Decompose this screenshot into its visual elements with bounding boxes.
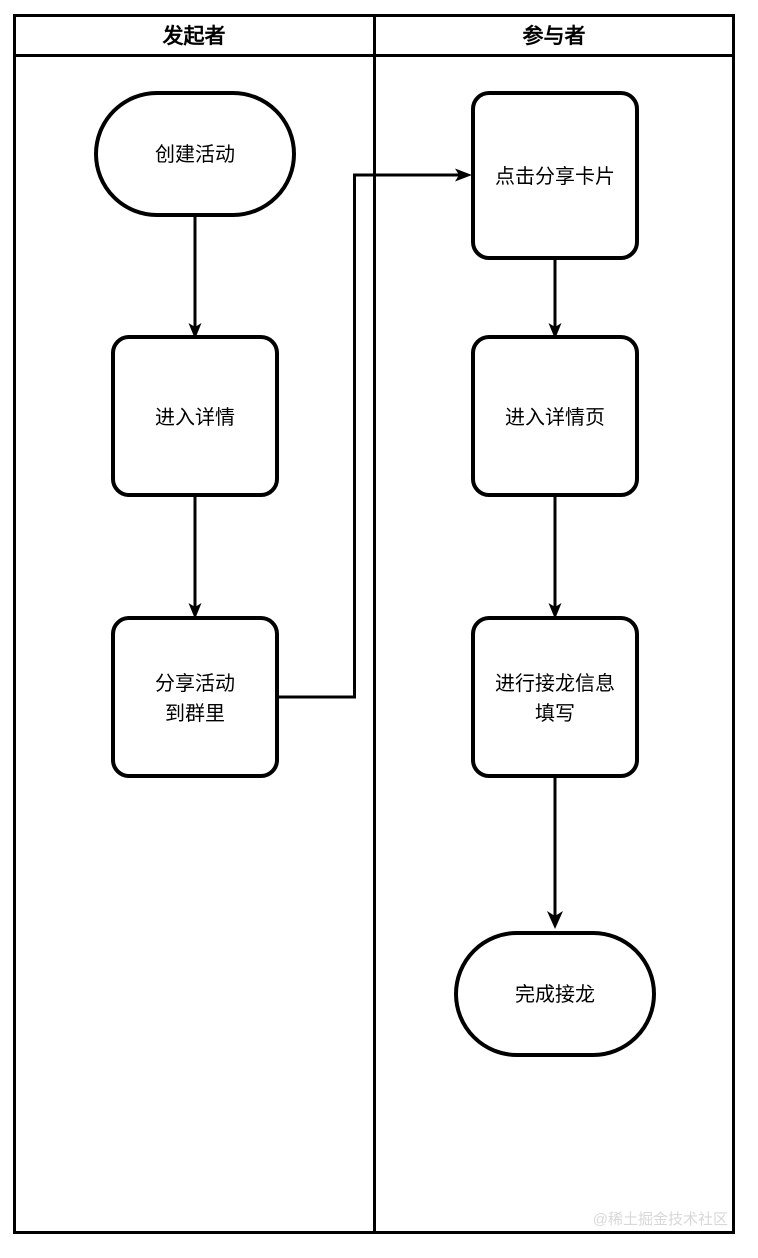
node-create-activity[interactable]: 创建活动 xyxy=(94,91,296,217)
edge-share-to-click-card xyxy=(277,168,472,699)
lane-header-participant: 参与者 xyxy=(523,24,586,48)
swimlane-frame xyxy=(13,14,735,1234)
nodes-layer: 创建活动 进入详情 分享活动 到群里 点击分享卡片 进入详情页 xyxy=(94,91,656,1057)
edges-layer xyxy=(188,168,563,929)
node-shape-stadium xyxy=(454,931,656,1057)
node-label-line: 填写 xyxy=(535,702,575,725)
lane-header-label-participant: 参与者 xyxy=(523,24,586,48)
lane-header-label-initiator: 发起者 xyxy=(162,24,226,48)
edge-create-to-detail xyxy=(188,215,202,339)
node-shape-stadium xyxy=(94,91,296,217)
node-label-line: 分享活动 xyxy=(155,672,235,695)
edge-line xyxy=(277,173,462,699)
edge-fill-info-to-complete xyxy=(547,775,563,929)
edge-detail-to-share xyxy=(188,495,202,619)
node-enter-detail[interactable]: 进入详情 xyxy=(111,335,279,497)
node-enter-detail-page[interactable]: 进入详情页 xyxy=(471,335,639,497)
arrowhead-icon xyxy=(547,911,563,929)
node-shape-rect xyxy=(471,335,639,497)
arrowhead-icon xyxy=(188,323,202,339)
node-shape-rect xyxy=(471,91,639,260)
arrowhead-icon xyxy=(188,603,202,619)
node-label-line: 进入详情 xyxy=(155,406,235,429)
node-fill-signup-info[interactable]: 进行接龙信息 填写 xyxy=(471,616,639,778)
arrowhead-icon xyxy=(548,323,562,339)
node-shape-rect xyxy=(111,616,279,778)
node-label-line: 进入详情页 xyxy=(505,406,605,429)
node-label-line: 到群里 xyxy=(165,702,225,725)
node-label-line: 进行接龙信息 xyxy=(495,672,615,695)
node-share-to-group[interactable]: 分享活动 到群里 xyxy=(111,616,279,778)
node-click-share-card[interactable]: 点击分享卡片 xyxy=(471,91,639,260)
node-shape-rect xyxy=(111,335,279,497)
watermark-label: @稀土掘金技术社区 xyxy=(593,1211,728,1228)
edge-click-card-to-detail-page xyxy=(548,258,562,339)
arrowhead-icon xyxy=(548,603,562,619)
arrowhead-icon xyxy=(455,168,472,182)
node-complete-signup[interactable]: 完成接龙 xyxy=(454,931,656,1057)
node-label-line: 创建活动 xyxy=(155,143,235,166)
node-label-line: 完成接龙 xyxy=(515,983,595,1006)
lane-header-initiator: 发起者 xyxy=(162,24,226,48)
node-shape-rect xyxy=(471,616,639,778)
node-label-line: 点击分享卡片 xyxy=(495,165,615,188)
edge-detail-page-to-fill-info xyxy=(548,495,562,619)
